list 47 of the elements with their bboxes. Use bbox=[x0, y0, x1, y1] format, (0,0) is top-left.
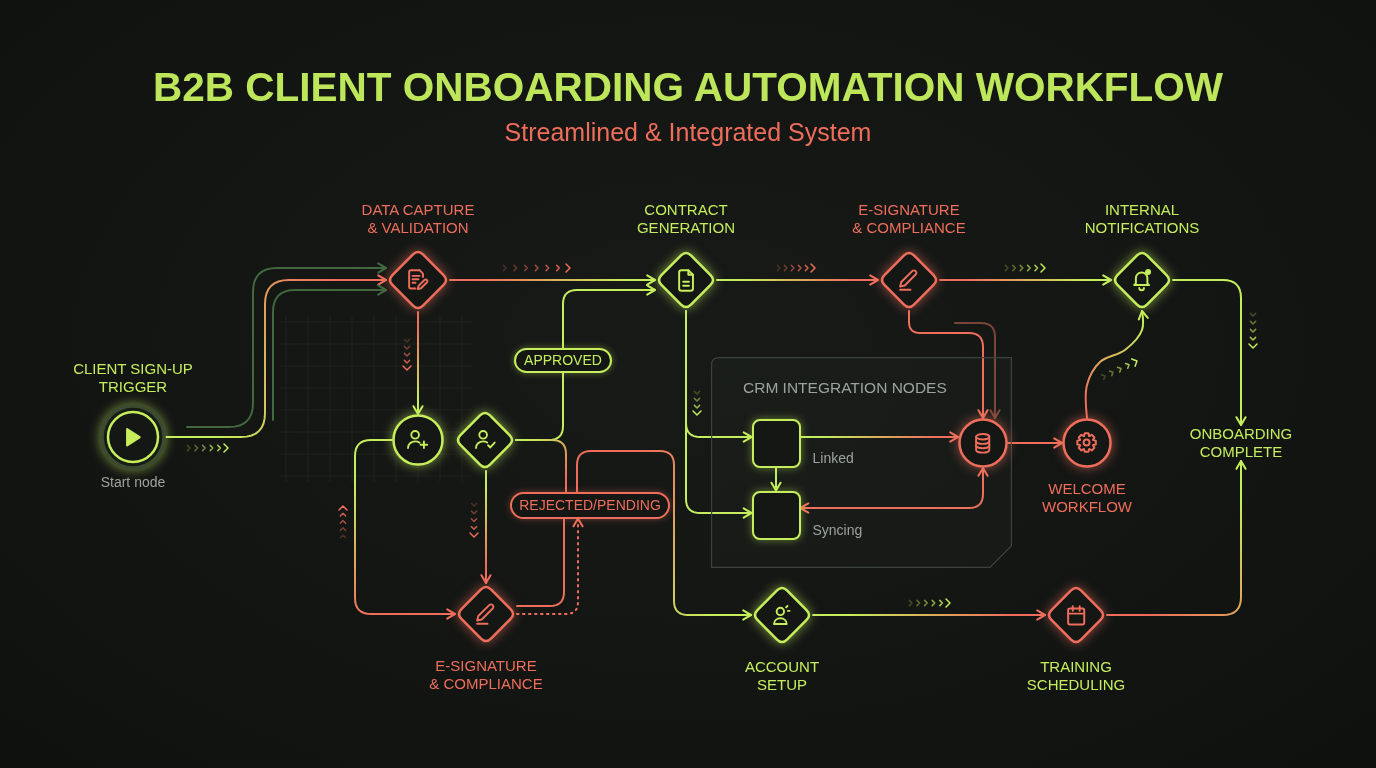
process-circle bbox=[958, 418, 1008, 468]
flow-arrow bbox=[186, 262, 387, 428]
flow-arrow bbox=[685, 310, 753, 519]
status-text: Linked bbox=[812, 449, 854, 466]
node-caption: Start node bbox=[100, 474, 166, 490]
dotted-arrow bbox=[516, 517, 584, 615]
branch-label: REJECTED/PENDING bbox=[510, 491, 670, 519]
flow-arrow bbox=[716, 274, 879, 286]
subtitle: Streamlined & Integrated System bbox=[504, 117, 872, 147]
diagram-title: B2B CLIENT ONBOARDING AUTOMATION WORKFLOW bbox=[152, 64, 1224, 110]
flow-arrow bbox=[272, 284, 387, 421]
flow-arrow bbox=[449, 274, 656, 286]
group-panel bbox=[711, 357, 1012, 568]
node-label: E-SIGNATURE & COMPLIANCE bbox=[428, 657, 544, 693]
flow-arrow bbox=[954, 322, 1001, 419]
node-label: INTERNAL NOTIFICATIONS bbox=[1083, 201, 1201, 237]
node-label: CLIENT SIGN-UP TRIGGER bbox=[72, 360, 194, 396]
flow-arrow bbox=[908, 310, 989, 419]
node-label: CONTRACT GENERATION bbox=[635, 201, 737, 237]
node-label: DATA CAPTURE & VALIDATION bbox=[360, 201, 476, 237]
flow-arrow bbox=[562, 284, 656, 349]
flow-arrow bbox=[939, 274, 1112, 286]
status-text: Syncing bbox=[812, 521, 863, 538]
branch-label: APPROVED bbox=[514, 347, 612, 373]
process-diamond bbox=[454, 409, 516, 471]
flow-arrow bbox=[1172, 279, 1247, 426]
node-label: TRAINING SCHEDULING bbox=[1025, 658, 1127, 694]
flow-arrow bbox=[354, 439, 456, 620]
flow-arrow bbox=[770, 466, 782, 492]
process-circle bbox=[392, 414, 444, 466]
flow-arrow bbox=[480, 470, 492, 584]
end-label: ONBOARDING COMPLETE bbox=[1187, 425, 1295, 461]
flow-arrow bbox=[1106, 460, 1247, 616]
group-title: CRM INTEGRATION NODES bbox=[743, 379, 947, 397]
flow-arrow bbox=[799, 431, 959, 443]
flow-arrow bbox=[799, 467, 989, 514]
flow-arrow bbox=[165, 274, 387, 438]
node-label: ACCOUNT SETUP bbox=[743, 658, 821, 694]
node-label: WELCOME WORKFLOW bbox=[1041, 480, 1133, 516]
flow-arrow bbox=[576, 450, 752, 621]
flow-arrow bbox=[1084, 310, 1149, 419]
node-label: E-SIGNATURE & COMPLIANCE bbox=[851, 201, 967, 237]
direction-arrow bbox=[469, 502, 479, 538]
flow-arrow bbox=[1007, 437, 1063, 449]
flow-arrow bbox=[812, 609, 1046, 621]
connector-line bbox=[516, 517, 565, 607]
connector-line bbox=[515, 439, 567, 493]
